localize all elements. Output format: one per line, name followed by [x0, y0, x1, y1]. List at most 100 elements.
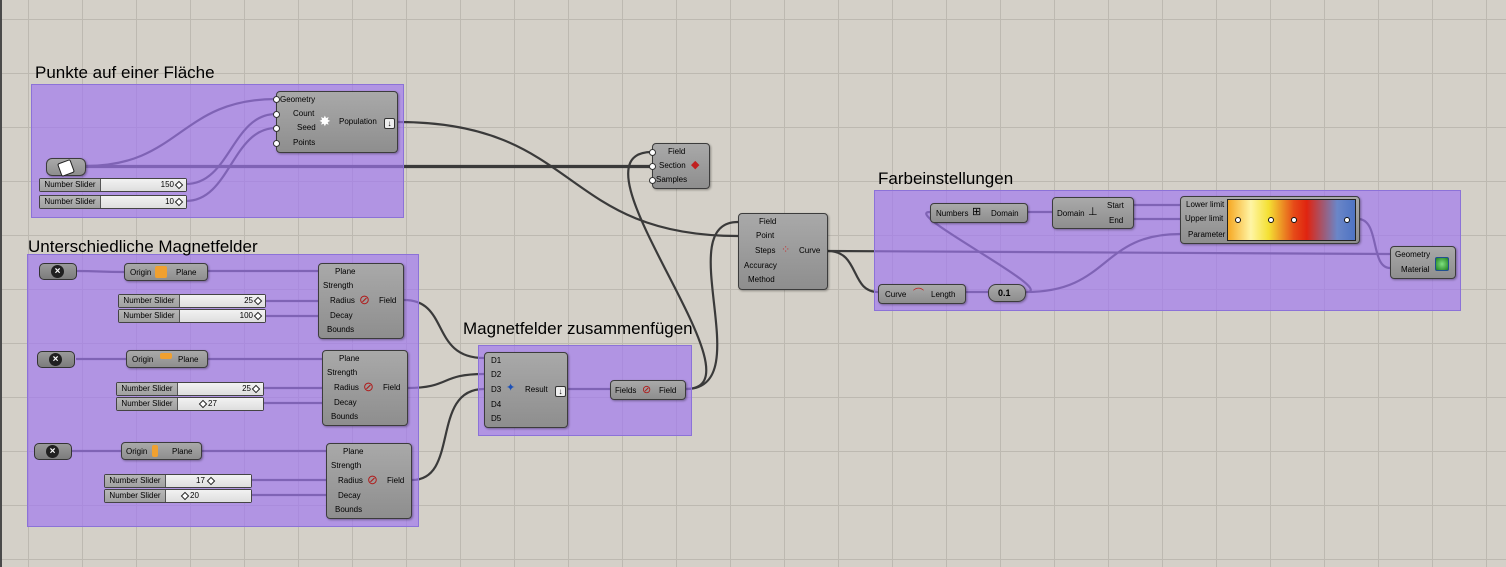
- toggle-3[interactable]: ×: [34, 443, 72, 460]
- seed-slider[interactable]: Number Slider 10: [39, 195, 187, 209]
- slider-text: 10: [165, 197, 174, 206]
- populate-icon: ✸: [319, 113, 331, 129]
- custom-preview-component[interactable]: Geometry Material: [1390, 246, 1456, 279]
- port-label: Plane: [172, 447, 193, 456]
- wire: [397, 120, 739, 238]
- port-label: Curve: [799, 246, 821, 255]
- port-label: Material: [1401, 265, 1430, 274]
- xz-plane-icon: [155, 266, 167, 278]
- port-label: Plane: [339, 354, 360, 363]
- group-title-magnetfelder: Unterschiedliche Magnetfelder: [28, 237, 258, 256]
- xy-plane-3[interactable]: Origin Plane: [121, 442, 202, 460]
- port-label: Curve: [885, 290, 907, 299]
- count-slider[interactable]: Number Slider 150: [39, 178, 187, 192]
- field-line-component[interactable]: Field Point Steps Accuracy Method ⁘ Curv…: [738, 213, 828, 290]
- port-label: Count: [293, 109, 315, 118]
- slider-track[interactable]: 10: [101, 196, 186, 208]
- point-charge-2[interactable]: Plane Strength Radius Decay Bounds ⊘ Fie…: [322, 350, 408, 426]
- gradient-grip[interactable]: [1291, 217, 1297, 223]
- input-port[interactable]: [649, 177, 656, 184]
- slider-track[interactable]: 25: [180, 295, 265, 307]
- wire: [627, 150, 708, 391]
- close-icon: ×: [51, 265, 64, 278]
- radius-slider-1[interactable]: Number Slider 25: [118, 294, 266, 308]
- slider-grip[interactable]: [174, 180, 184, 190]
- slider-text: 25: [242, 384, 251, 393]
- point-charge-icon: ⊘: [363, 379, 374, 394]
- slider-track[interactable]: 20: [166, 490, 251, 502]
- field-display-component[interactable]: Field Section Samples ◆: [649, 143, 710, 189]
- point-charge-1[interactable]: Plane Strength Radius Decay Bounds ⊘ Fie…: [318, 263, 404, 339]
- canvas-left-edge: [0, 0, 2, 567]
- slider-track[interactable]: 150: [101, 179, 186, 191]
- gradient-grip[interactable]: [1344, 217, 1350, 223]
- gradient-grip[interactable]: [1235, 217, 1241, 223]
- deconstruct-domain-component[interactable]: Domain ⊥ Start End: [1052, 197, 1134, 229]
- relay-component[interactable]: 0.1: [988, 284, 1026, 302]
- input-port[interactable]: [273, 125, 280, 132]
- input-port[interactable]: [273, 140, 280, 147]
- input-port[interactable]: [273, 96, 280, 103]
- slider-track[interactable]: 27: [178, 398, 263, 410]
- port-label: Field: [383, 383, 401, 392]
- slider-grip[interactable]: [206, 476, 216, 486]
- slider-grip[interactable]: [198, 399, 208, 409]
- xy-plane-2[interactable]: Origin Plane: [126, 350, 208, 368]
- flatten-icon[interactable]: ↓: [555, 386, 566, 397]
- length-component[interactable]: Curve ⌒ Length: [878, 284, 966, 304]
- toggle-1[interactable]: ×: [39, 263, 77, 280]
- decay-slider-3[interactable]: Number Slider 20: [104, 489, 252, 503]
- slider-text: Number Slider: [119, 295, 180, 307]
- flatten-icon[interactable]: ↓: [384, 118, 395, 129]
- port-label: Decay: [338, 491, 361, 500]
- port-label: Field: [668, 147, 686, 156]
- input-port[interactable]: [649, 163, 656, 170]
- slider-grip[interactable]: [174, 197, 184, 207]
- populate-component[interactable]: Geometry Count Seed Points ✸ Population …: [273, 91, 398, 153]
- port-label: Radius: [334, 383, 359, 392]
- port-label: Domain: [1057, 209, 1085, 218]
- slider-track[interactable]: 25: [178, 383, 263, 395]
- port-label: Bounds: [331, 412, 359, 421]
- port-label: Decay: [330, 311, 353, 320]
- port-label: D4: [491, 400, 502, 409]
- decay-slider-1[interactable]: Number Slider 100: [118, 309, 266, 323]
- radius-slider-3[interactable]: Number Slider 17: [104, 474, 252, 488]
- geometry-param[interactable]: [46, 158, 86, 177]
- point-charge-3[interactable]: Plane Strength Radius Decay Bounds ⊘ Fie…: [326, 443, 412, 519]
- slider-grip[interactable]: [180, 491, 190, 501]
- slider-track[interactable]: 17: [166, 475, 251, 487]
- merge-component[interactable]: D1 D2 D3 D4 D5 ✦ Result ↓: [484, 352, 568, 428]
- port-label: Bounds: [335, 505, 363, 514]
- wire: [411, 387, 485, 482]
- field-line-icon: ⁘: [781, 244, 791, 256]
- field-display-icon: ◆: [691, 159, 700, 171]
- bounds-icon: ⊞: [972, 206, 982, 218]
- slider-grip[interactable]: [253, 296, 263, 306]
- bounds-component[interactable]: Numbers ⊞ Domain: [930, 203, 1028, 223]
- radius-slider-2[interactable]: Number Slider 25: [116, 382, 264, 396]
- slider-grip[interactable]: [251, 384, 261, 394]
- input-port[interactable]: [273, 111, 280, 118]
- input-port[interactable]: [649, 149, 656, 156]
- merge-fields-icon: ⊘: [642, 384, 652, 396]
- group-title-farbe: Farbeinstellungen: [878, 169, 1014, 188]
- toggle-2[interactable]: ×: [37, 351, 75, 368]
- port-label: Method: [748, 275, 775, 284]
- gradient-grip[interactable]: [1268, 217, 1274, 223]
- gradient-component[interactable]: Lower limit Upper limit Parameter: [1180, 196, 1360, 244]
- xy-plane-1[interactable]: Origin Plane: [124, 263, 208, 281]
- port-label: Radius: [330, 296, 355, 305]
- xy-plane-icon: [152, 445, 158, 457]
- slider-text: 20: [190, 491, 199, 500]
- merge-fields-component[interactable]: Fields ⊘ Field: [610, 380, 686, 400]
- deconstruct-icon: ⊥: [1088, 206, 1098, 218]
- group-title-zusammen: Magnetfelder zusammenfügen: [463, 319, 693, 338]
- port-label: Geometry: [280, 95, 316, 104]
- decay-slider-2[interactable]: Number Slider 27: [116, 397, 264, 411]
- slider-text: 100: [239, 311, 253, 320]
- wire: [827, 249, 879, 294]
- slider-track[interactable]: 100: [180, 310, 265, 322]
- slider-grip[interactable]: [253, 311, 263, 321]
- yz-plane-icon: [160, 353, 172, 359]
